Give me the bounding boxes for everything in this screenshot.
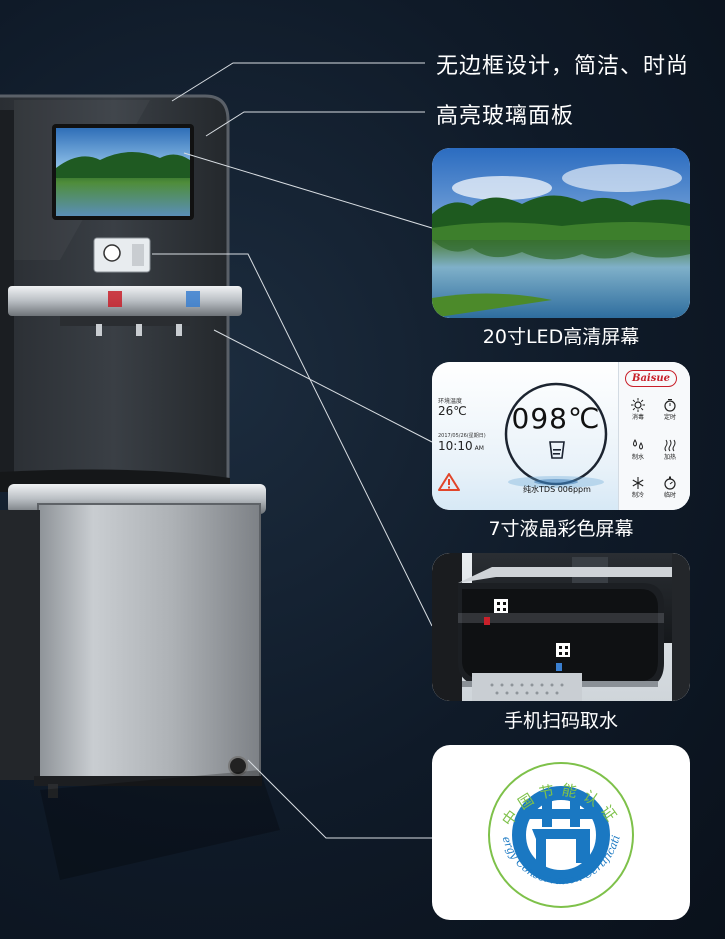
cool-label: 制冷 bbox=[631, 492, 644, 499]
tds-reading: 纯水TDS 006ppm bbox=[523, 485, 591, 494]
heat-button[interactable]: 加热 bbox=[654, 438, 686, 461]
disinfect-label: 消毒 bbox=[631, 414, 644, 421]
water-dispenser-illustration bbox=[0, 94, 280, 880]
ambient-temp: 26℃ bbox=[438, 404, 467, 418]
temporary-button[interactable]: 临时 bbox=[654, 476, 686, 499]
caption-qr-dispenser: 手机扫码取水 bbox=[503, 710, 618, 732]
sun-icon bbox=[631, 398, 645, 412]
snowflake-icon bbox=[632, 477, 644, 489]
ambient-label: 环境温度 bbox=[438, 398, 463, 405]
make-water-button[interactable]: 制水 bbox=[622, 438, 654, 461]
caption-lcd-screen: 7寸液晶彩色屏幕 bbox=[488, 518, 634, 540]
caption-led-screen: 20寸LED高清屏幕 bbox=[482, 326, 640, 348]
time-value: 10:10 bbox=[438, 439, 473, 453]
callout-frameless-design: 无边框设计，简洁、时尚 bbox=[436, 54, 690, 79]
callout-glass-panel: 高亮玻璃面板 bbox=[436, 104, 575, 129]
timer-button[interactable]: 定时 bbox=[654, 398, 686, 421]
stopwatch-icon bbox=[664, 476, 676, 490]
cup-icon bbox=[549, 441, 565, 459]
feature-card-qr-dispenser bbox=[432, 553, 690, 701]
temporary-label: 临时 bbox=[663, 492, 676, 499]
qr-dispenser-photo bbox=[432, 553, 690, 701]
cool-button[interactable]: 制冷 bbox=[622, 476, 654, 499]
energy-conservation-certification-logo: 中国节能认证 Energy Conservation Certification bbox=[432, 745, 634, 908]
water-temperature: 098℃ bbox=[511, 402, 601, 435]
brand-logo: Baisue bbox=[625, 370, 677, 387]
lake-landscape-photo bbox=[432, 148, 690, 318]
droplets-icon bbox=[633, 439, 643, 450]
clock-icon bbox=[664, 399, 676, 412]
feature-card-led-screen bbox=[432, 148, 690, 318]
warning-icon[interactable] bbox=[438, 472, 460, 492]
timer-label: 定时 bbox=[663, 414, 676, 421]
heat-waves-icon bbox=[664, 439, 676, 452]
feature-card-energy-cert: 中国节能认证 Energy Conservation Certification bbox=[432, 745, 690, 920]
heat-label: 加热 bbox=[663, 454, 676, 461]
disinfect-button[interactable]: 消毒 bbox=[622, 398, 654, 421]
make-water-label: 制水 bbox=[631, 454, 644, 461]
temperature-ring bbox=[504, 382, 608, 488]
date-text: 2017/05/26(星期日) bbox=[438, 433, 486, 439]
time-suffix: AM bbox=[474, 445, 484, 452]
